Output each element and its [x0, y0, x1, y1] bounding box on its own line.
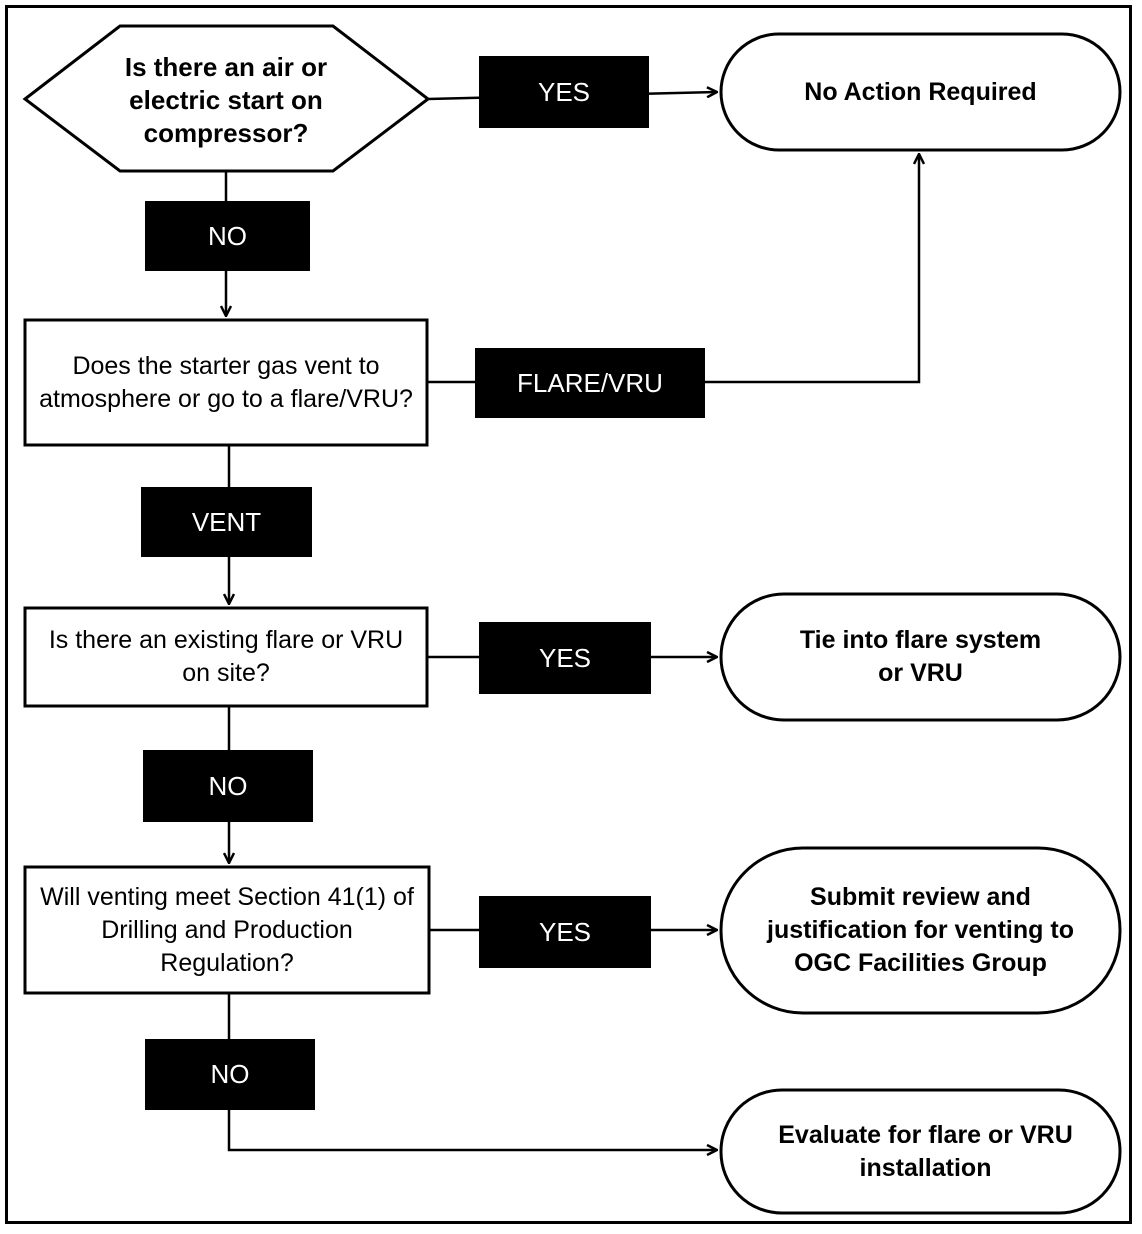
section-question-box [23, 865, 431, 995]
diagram-frame [5, 5, 1132, 1224]
flare-vru-label: FLARE/VRU [475, 348, 705, 418]
existing-flare-question-box [23, 606, 429, 708]
no-label-start: NO [145, 201, 310, 271]
submit-terminal [719, 846, 1122, 1015]
no-label-existing: NO [143, 750, 313, 822]
section-question-text: Will venting meet Section 41(1) of Drill… [40, 882, 414, 977]
yes-label-start: YES [479, 56, 649, 128]
vent-question-text: Does the starter gas vent to atmosphere … [39, 351, 413, 413]
evaluate-terminal [719, 1088, 1122, 1215]
vent-question-box [23, 318, 429, 447]
submit-text: Submit review and justification for vent… [767, 883, 1074, 977]
tie-in-terminal [719, 592, 1122, 722]
existing-flare-question-text: Is there an existing flare or VRU on sit… [48, 626, 404, 687]
tie-in-text: Tie into flare system or VRU [799, 626, 1042, 687]
vent-label: VENT [141, 487, 312, 557]
yes-label-section: YES [479, 896, 651, 968]
evaluate-text: Evaluate for flare or VRU installation [778, 1120, 1073, 1182]
no-action-text: No Action Required [804, 77, 1037, 106]
start-decision-text: Is there an air or electric start on com… [124, 51, 328, 148]
no-action-terminal [719, 32, 1122, 152]
yes-label-existing: YES [479, 622, 651, 694]
no-label-section: NO [145, 1039, 315, 1110]
